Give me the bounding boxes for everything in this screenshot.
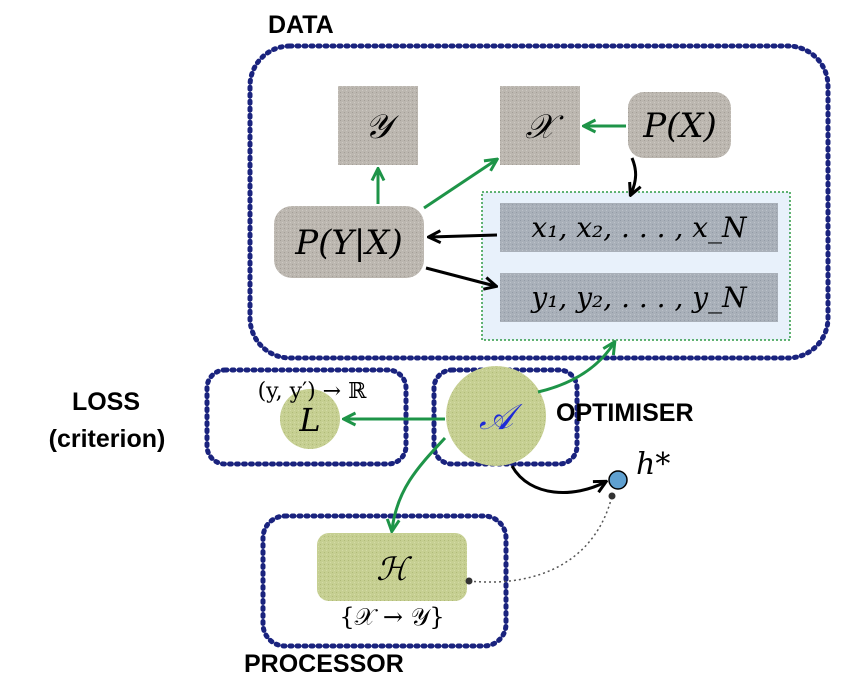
data-frame [247, 43, 831, 361]
label-space-node [338, 86, 418, 165]
arrow-a-to-h [392, 436, 447, 530]
optimiser-label: OPTIMISER [556, 399, 694, 427]
h-to-hstar-dotted-link [468, 495, 613, 583]
conditional-distribution-node [274, 206, 424, 278]
hypothesis-space-node [317, 533, 467, 601]
optimal-hypothesis-label: h* [636, 447, 670, 482]
arrow-pyx-to-x [423, 160, 496, 210]
loss-node [280, 389, 340, 449]
x-samples-text: x₁, x₂, . . . , x_N [531, 211, 748, 244]
input-distribution-node [628, 92, 731, 158]
algorithm-node [446, 366, 546, 466]
loss-frame [204, 367, 409, 467]
criterion-label: (criterion) [49, 425, 166, 453]
y-samples-text: y₁, y₂, . . . , y_N [529, 281, 748, 314]
processor-label: PROCESSOR [244, 650, 404, 678]
loss-symbol: L [298, 401, 320, 439]
input-distribution-symbol: P(X) [642, 106, 717, 146]
hypothesis-space-signature: {𝒳 → 𝒴} [339, 603, 444, 631]
arrow-px-to-samples [631, 157, 636, 194]
loss-label: LOSS [72, 388, 140, 416]
processor-frame [260, 513, 509, 649]
arrow-a-to-samples [537, 343, 614, 394]
x-samples-node [500, 203, 778, 252]
hstar-link-dot [608, 492, 616, 500]
conditional-distribution-symbol: P(Y|X) [294, 223, 403, 263]
optimal-hypothesis-dot [608, 470, 628, 490]
arrow-a-to-hstar [510, 465, 605, 494]
loss-signature: (y, y′) → ℝ [258, 379, 368, 404]
h-link-dot [465, 577, 473, 585]
data-label: DATA [268, 11, 334, 39]
arrow-xs-to-pyx [430, 235, 498, 237]
hypothesis-space-symbol: ℋ [376, 550, 412, 588]
arrow-pyx-to-ys [425, 266, 495, 286]
input-space-node [500, 86, 580, 165]
y-samples-node [500, 273, 778, 322]
